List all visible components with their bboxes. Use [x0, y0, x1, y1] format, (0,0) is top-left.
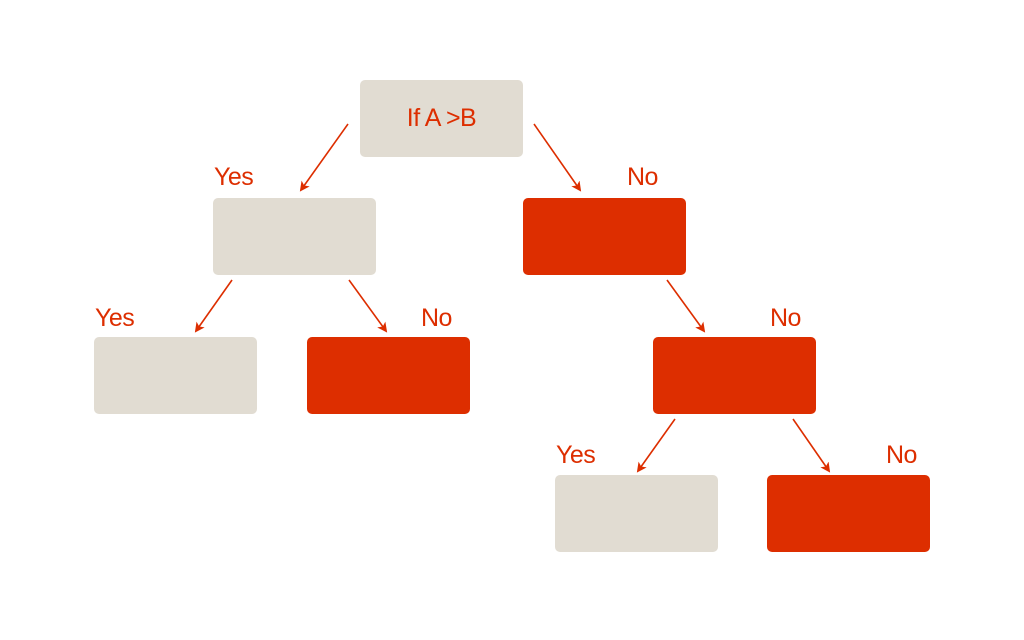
edge-l1yes-no-arrow [348, 279, 388, 333]
edge-label-yes: Yes [556, 441, 596, 469]
edge-label-no: No [421, 304, 452, 332]
edge-root-no-arrow [533, 123, 582, 192]
node-level3-no [767, 475, 930, 552]
edge-label-no: No [770, 304, 801, 332]
edge-l1no-no-arrow [666, 279, 706, 333]
edge-l2-yes-arrow [636, 418, 676, 473]
decision-condition-text: If A >B [406, 104, 477, 132]
edge-label-yes: Yes [95, 304, 135, 332]
edge-label-no: No [886, 441, 917, 469]
node-level1-no [523, 198, 686, 275]
edge-root-yes-arrow [299, 123, 349, 192]
node-level2-no-no [653, 337, 816, 414]
edge-l2-no-arrow [792, 418, 831, 473]
node-level2-yes-yes [94, 337, 257, 414]
decision-node-root: If A >B [360, 80, 523, 157]
edge-label-no: No [627, 163, 658, 191]
edge-label-yes: Yes [214, 163, 254, 191]
node-level1-yes [213, 198, 376, 275]
node-level3-yes [555, 475, 718, 552]
edge-l1yes-yes-arrow [194, 279, 233, 333]
node-level2-yes-no [307, 337, 470, 414]
